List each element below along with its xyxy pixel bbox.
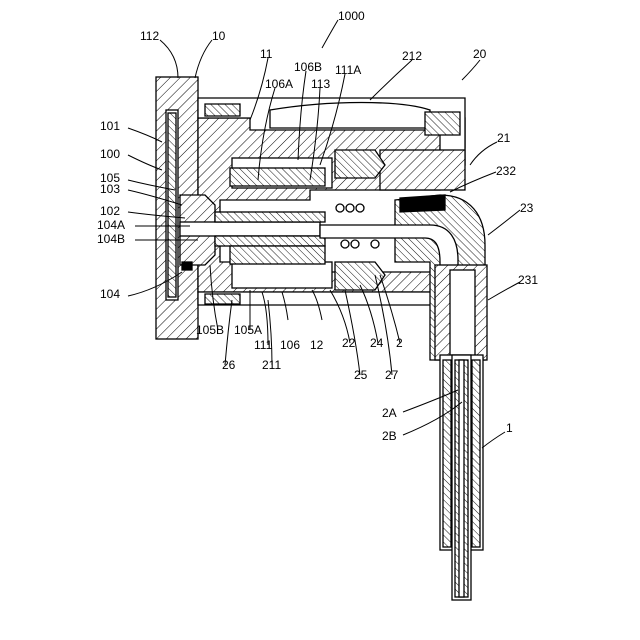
label-26: 26 <box>222 358 236 372</box>
label-105B: 105B <box>196 323 224 337</box>
label-24: 24 <box>370 336 384 350</box>
label-22: 22 <box>342 336 356 350</box>
label-104A: 104A <box>97 218 125 232</box>
label-23: 23 <box>520 201 534 215</box>
label-101: 101 <box>100 119 120 133</box>
label-113: 113 <box>311 77 330 91</box>
label-20: 20 <box>473 47 487 61</box>
label-111A: 111A <box>335 63 361 77</box>
label-21: 21 <box>497 131 511 145</box>
label-104B: 104B <box>97 232 125 246</box>
label-27: 27 <box>385 368 399 382</box>
label-103: 103 <box>100 182 120 196</box>
label-2B: 2B <box>382 429 397 443</box>
label-25: 25 <box>354 368 368 382</box>
label-2A: 2A <box>382 406 397 420</box>
label-10: 10 <box>212 29 226 43</box>
label-2: 2 <box>396 336 403 350</box>
ring-nut-24 <box>335 150 385 290</box>
label-11: 11 <box>260 47 273 61</box>
label-212: 212 <box>402 49 422 63</box>
label-102: 102 <box>100 204 120 218</box>
label-104: 104 <box>100 287 120 301</box>
label-232: 232 <box>496 164 516 178</box>
label-211: 211 <box>262 358 281 372</box>
label-106: 106 <box>280 338 300 352</box>
label-106A: 106A <box>265 77 293 91</box>
fiber-cable-1 <box>440 355 483 600</box>
label-112: 112 <box>140 29 159 43</box>
label-231: 231 <box>518 273 538 287</box>
label-12: 12 <box>310 338 324 352</box>
label-106B: 106B <box>294 60 322 74</box>
label-1: 1 <box>506 421 513 435</box>
label-111: 111 <box>254 338 273 352</box>
label-1000: 1000 <box>338 9 365 23</box>
label-105A: 105A <box>234 323 262 337</box>
cover-211 <box>198 292 440 305</box>
label-100: 100 <box>100 147 120 161</box>
strain-relief-231 <box>435 265 487 360</box>
